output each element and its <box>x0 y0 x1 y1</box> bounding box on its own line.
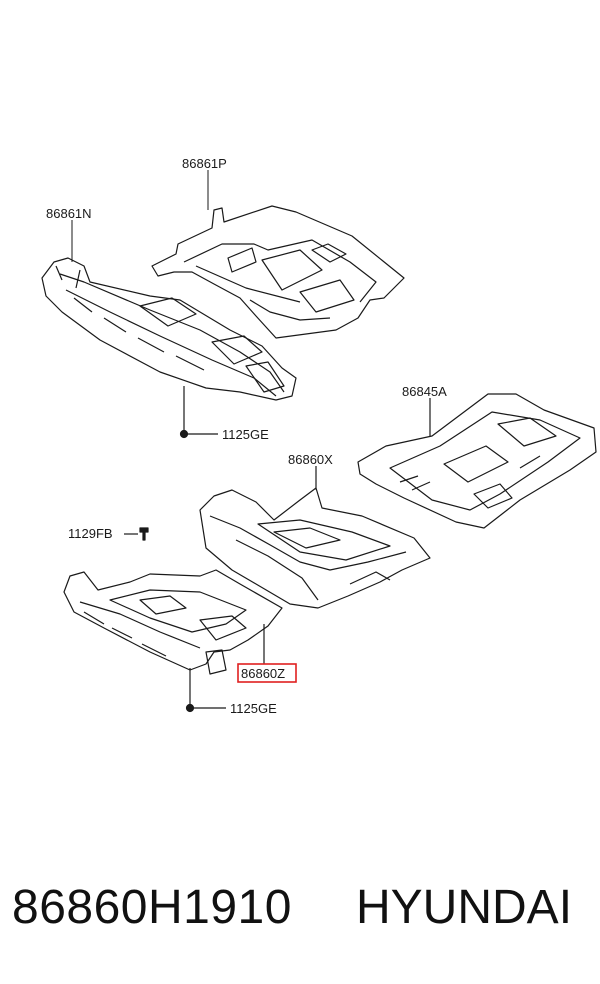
label-bolt-upper: 1125GE <box>222 427 269 442</box>
part-number: 86860H1910 <box>12 881 292 934</box>
footer: 86860H1910 HYUNDAI <box>0 876 600 946</box>
part-86860z-highlight <box>237 663 297 683</box>
bolt-lower <box>185 668 226 713</box>
panel-86845a <box>357 393 597 529</box>
panel-86861n <box>41 257 297 401</box>
panel-86860x <box>199 466 431 609</box>
brand-name: HYUNDAI <box>356 881 573 934</box>
label-bolt-lower: 1125GE <box>230 701 277 716</box>
label-86860x: 86860X <box>288 452 333 467</box>
label-1129fb: 1129FB <box>68 526 113 541</box>
label-86860z: 86860Z <box>241 666 285 681</box>
label-86845a: 86845A <box>402 384 447 399</box>
panel-86861p <box>151 205 405 339</box>
label-86861n: 86861N <box>46 206 92 221</box>
parts-diagram: 86861P 86861N 1125GE 86845A 86860X 1129F… <box>41 156 597 716</box>
panel-86860z <box>63 569 283 675</box>
bolt-1129fb <box>124 527 149 541</box>
bolt-upper <box>179 386 218 439</box>
label-86861p: 86861P <box>182 156 227 171</box>
